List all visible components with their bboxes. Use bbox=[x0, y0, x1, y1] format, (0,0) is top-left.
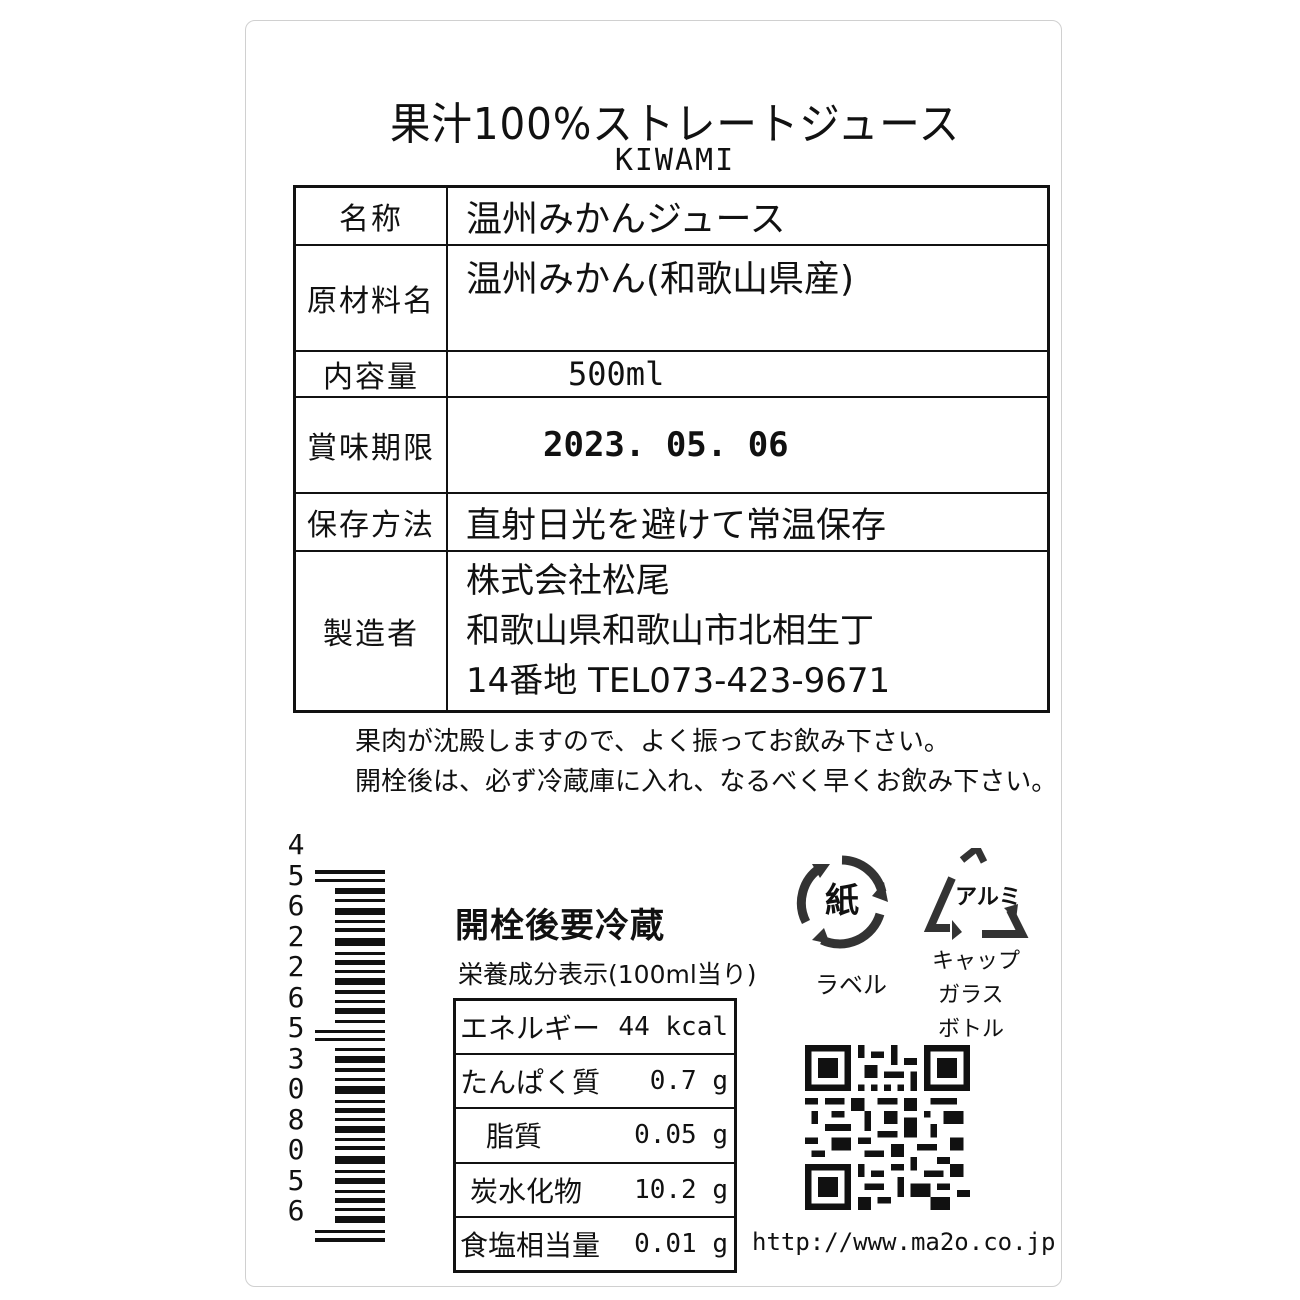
nutrient-name: たんぱく質 bbox=[453, 1053, 610, 1110]
qr-code bbox=[805, 1045, 970, 1210]
barcode-bars bbox=[315, 870, 385, 1242]
nutrient-name: エネルギー bbox=[453, 998, 610, 1056]
barcode-digit: 0 bbox=[287, 1133, 305, 1166]
barcode-digit: 4 bbox=[287, 828, 305, 861]
paper-recycle-icon: 紙 bbox=[796, 855, 888, 949]
nutrient-amount: 0.01 g bbox=[609, 1215, 737, 1273]
spec-value: 温州みかんジュース bbox=[446, 185, 1050, 246]
nutrient-name: 食塩相当量 bbox=[453, 1215, 610, 1273]
aluminum-caption: キャップ ガラス ボトル bbox=[932, 945, 1020, 1047]
spec-value: 500ml bbox=[446, 349, 1050, 398]
paper-mark-text: 紙 bbox=[825, 881, 859, 921]
spec-table: 名称 温州みかんジュース 原材料名 温州みかん(和歌山県産) 内容量 500ml… bbox=[293, 185, 1050, 713]
spec-value: 株式会社松尾 和歌山県和歌山市北相生丁 14番地 TEL073-423-9671 bbox=[446, 550, 1050, 713]
aluminum-caption-line: ガラス bbox=[938, 983, 1004, 1008]
product-subtitle: KIWAMI bbox=[614, 143, 736, 178]
barcode-digit: 8 bbox=[287, 1102, 305, 1136]
refrigerate-notice: 開栓後要冷蔵 bbox=[455, 906, 665, 946]
notes: 果肉が沈殿しますので、よく振ってお飲み下さい。 開栓後は、必ず冷蔵庫に入れ、なる… bbox=[355, 722, 1057, 802]
website-url: http://www.ma2o.co.jp bbox=[752, 1228, 1056, 1256]
spec-key: 原材料名 bbox=[293, 243, 448, 352]
spec-value: 温州みかん(和歌山県産) bbox=[446, 243, 1050, 352]
spec-key: 製造者 bbox=[293, 550, 448, 713]
spec-key: 名称 bbox=[293, 185, 448, 246]
barcode-digit: 5 bbox=[287, 858, 305, 892]
spec-key: 保存方法 bbox=[293, 492, 448, 553]
nutrition-table: エネルギー 44 kcal たんぱく質 0.7 g 脂質 0.05 g 炭水化物… bbox=[453, 998, 737, 1273]
spec-key: 賞味期限 bbox=[293, 395, 448, 495]
nutrient-amount: 44 kcal bbox=[609, 998, 737, 1056]
note-refrigerate: 開栓後は、必ず冷蔵庫に入れ、なるべく早くお飲み下さい。 bbox=[355, 767, 1058, 797]
barcode-digit: 2 bbox=[287, 950, 305, 983]
barcode-digit: 5 bbox=[287, 1163, 305, 1197]
nutrient-amount: 0.7 g bbox=[609, 1053, 737, 1110]
nutrition-row: たんぱく質 0.7 g bbox=[453, 1053, 737, 1110]
nutrition-row: 食塩相当量 0.01 g bbox=[453, 1215, 737, 1273]
spec-key: 内容量 bbox=[293, 349, 448, 398]
nutrient-amount: 0.05 g bbox=[609, 1107, 737, 1164]
barcode-digits: 4 5 6 2 2 6 5 3 0 8 0 5 6 bbox=[282, 828, 310, 1227]
nutrient-name: 炭水化物 bbox=[453, 1161, 610, 1218]
barcode-digit: 0 bbox=[287, 1072, 305, 1105]
nutrition-title: 栄養成分表示(100ml当り) bbox=[458, 960, 757, 989]
paper-caption: ラベル bbox=[815, 971, 887, 999]
spec-row: 保存方法 直射日光を避けて常温保存 bbox=[293, 492, 1050, 553]
nutrition-row: 炭水化物 10.2 g bbox=[453, 1161, 737, 1218]
nutrition-row: 脂質 0.05 g bbox=[453, 1107, 737, 1164]
aluminum-recycle-icon: アルミ bbox=[923, 848, 1029, 940]
spec-row: 名称 温州みかんジュース bbox=[293, 185, 1050, 246]
aluminum-caption-line: キャップ bbox=[932, 949, 1021, 974]
nutrient-amount: 10.2 g bbox=[609, 1161, 737, 1218]
spec-row: 原材料名 温州みかん(和歌山県産) bbox=[293, 243, 1050, 352]
spec-row: 製造者 株式会社松尾 和歌山県和歌山市北相生丁 14番地 TEL073-423-… bbox=[293, 550, 1050, 713]
barcode-digit: 6 bbox=[287, 889, 305, 922]
barcode-digit: 6 bbox=[287, 1194, 305, 1227]
spec-value: 直射日光を避けて常温保存 bbox=[446, 492, 1050, 553]
nutrient-name: 脂質 bbox=[453, 1107, 610, 1164]
barcode-digit: 3 bbox=[287, 1041, 305, 1075]
aluminum-caption-line: ボトル bbox=[938, 1017, 1005, 1042]
note-shake: 果肉が沈殿しますので、よく振ってお飲み下さい。 bbox=[355, 727, 950, 757]
spec-row: 内容量 500ml bbox=[293, 349, 1050, 398]
spec-value: 2023. 05. 06 bbox=[446, 395, 1050, 495]
barcode-digit: 5 bbox=[287, 1011, 305, 1044]
maker-address: 和歌山県和歌山市北相生丁 bbox=[466, 611, 874, 652]
barcode-digit: 2 bbox=[287, 919, 305, 953]
maker-tel: 14番地 TEL073-423-9671 bbox=[466, 661, 891, 702]
nutrition-row: エネルギー 44 kcal bbox=[453, 998, 737, 1056]
maker-name: 株式会社松尾 bbox=[466, 561, 670, 602]
aluminum-mark-text: アルミ bbox=[955, 885, 1021, 910]
barcode-digit: 6 bbox=[287, 980, 305, 1014]
spec-row: 賞味期限 2023. 05. 06 bbox=[293, 395, 1050, 495]
product-title: 果汁100%ストレートジュース bbox=[390, 99, 960, 150]
